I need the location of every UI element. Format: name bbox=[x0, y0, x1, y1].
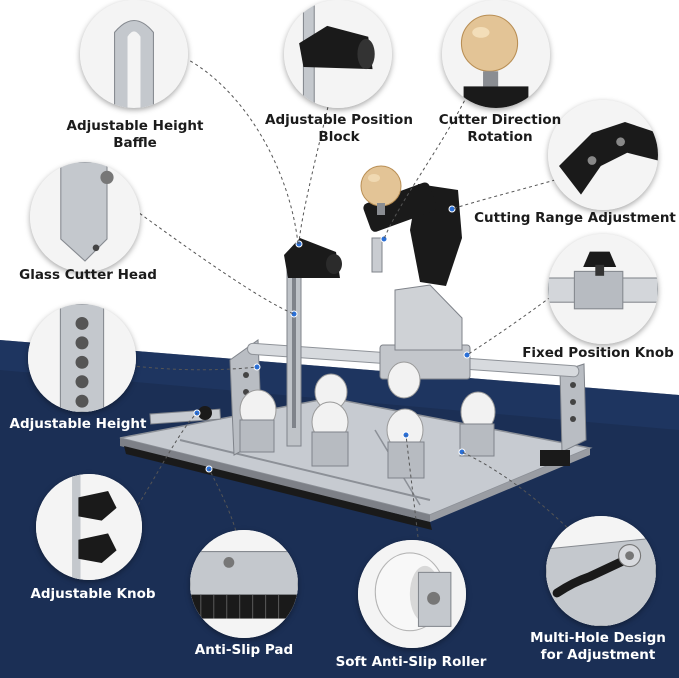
label-adjustable-position-block: Adjustable Position Block bbox=[258, 112, 420, 146]
label-cutting-range-adjustment: Cutting Range Adjustment bbox=[472, 210, 678, 227]
detail-position-block bbox=[284, 0, 392, 108]
label-adjustable-knob: Adjustable Knob bbox=[18, 586, 168, 603]
detail-multi-hole bbox=[546, 516, 656, 626]
detail-cutting-range bbox=[548, 100, 658, 210]
label-adjustable-height: Adjustable Height bbox=[0, 416, 156, 433]
detail-cutter-head bbox=[30, 162, 140, 272]
label-text: Adjustable Position Block bbox=[265, 112, 413, 145]
label-text: Multi-Hole Design for Adjustment bbox=[530, 630, 666, 663]
label-text: Fixed Position Knob bbox=[522, 345, 674, 361]
label-text: Cutter Direction Rotation bbox=[438, 112, 562, 145]
label-multi-hole-design: Multi-Hole Design for Adjustment bbox=[518, 630, 678, 664]
label-fixed-position-knob: Fixed Position Knob bbox=[518, 345, 678, 362]
label-text: Cutting Range Adjustment bbox=[474, 210, 676, 226]
label-text: Adjustable Knob bbox=[30, 586, 156, 602]
detail-height-baffle bbox=[80, 0, 188, 108]
label-glass-cutter-head: Glass Cutter Head bbox=[8, 267, 168, 284]
label-adjustable-height-baffle: Adjustable Height Baffle bbox=[55, 118, 215, 152]
label-text: Adjustable Height bbox=[9, 416, 147, 432]
label-text: Anti-Slip Pad bbox=[194, 642, 294, 658]
label-soft-anti-slip-roller: Soft Anti-Slip Roller bbox=[326, 654, 496, 671]
label-text: Adjustable Height Baffle bbox=[66, 118, 204, 151]
label-text: Soft Anti-Slip Roller bbox=[335, 654, 487, 670]
detail-adjustable-height bbox=[28, 304, 136, 412]
label-cutter-direction-rotation: Cutter Direction Rotation bbox=[420, 112, 580, 146]
label-text: Glass Cutter Head bbox=[19, 267, 157, 283]
detail-fixed-knob bbox=[548, 234, 658, 344]
label-anti-slip-pad: Anti-Slip Pad bbox=[184, 642, 304, 659]
detail-adjustable-knob bbox=[36, 474, 142, 580]
detail-direction-rotation bbox=[442, 0, 550, 108]
detail-anti-slip-pad bbox=[190, 530, 298, 638]
detail-anti-slip-roller bbox=[358, 540, 466, 648]
